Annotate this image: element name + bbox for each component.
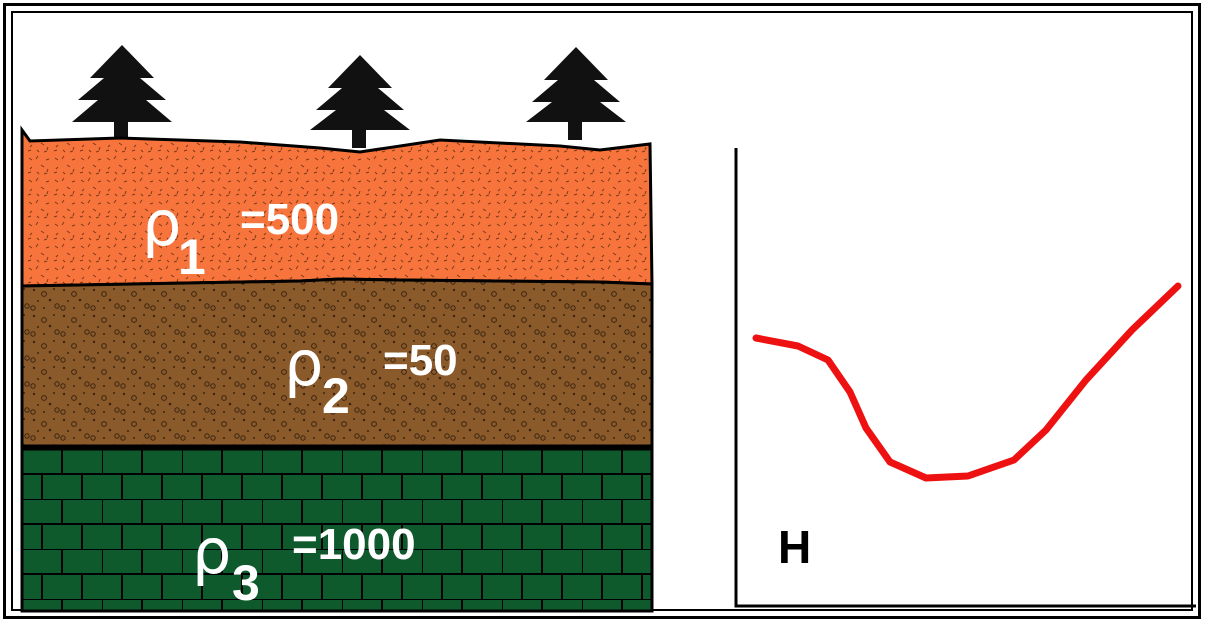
outer-frame: [3, 3, 1201, 619]
subscript: 3: [232, 555, 260, 611]
resistivity-value: =50: [383, 336, 458, 385]
layer-2-sand: [20, 277, 654, 448]
tree-icon: [526, 47, 626, 140]
subscript: 1: [178, 229, 206, 285]
tree-icon: [72, 45, 172, 140]
tree-icon: [310, 55, 410, 148]
layer-3-bedrock: [20, 447, 654, 613]
curve-type-label: H: [778, 521, 811, 573]
sounding-curve: [752, 282, 1182, 482]
layer-3-label: ρ 3 =1000: [192, 515, 416, 611]
rho-symbol: ρ: [192, 515, 231, 588]
resistivity-value: =500: [240, 195, 339, 244]
layer-1-label: ρ 1 =500: [142, 187, 339, 285]
layer-2-label: ρ 2 =50: [284, 327, 458, 424]
rho-symbol: ρ: [142, 187, 181, 260]
curve-axes: [734, 148, 1196, 608]
resistivity-value: =1000: [292, 520, 416, 569]
subscript: 2: [322, 368, 350, 424]
rho-symbol: ρ: [284, 327, 323, 400]
